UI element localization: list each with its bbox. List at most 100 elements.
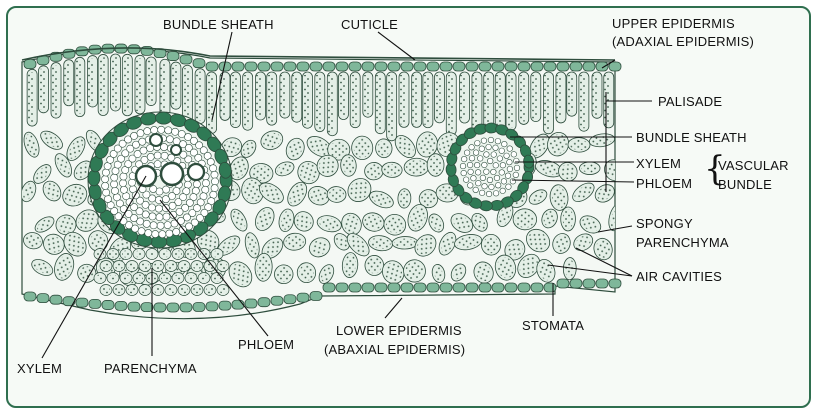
chloroplast-dots [364,75,370,115]
vascular-tissue-cell [487,157,494,165]
spongy-cell [541,208,558,229]
chloroplast-dots [484,75,490,138]
chloroplast-dots [243,179,262,202]
epidermis-cell [179,54,193,65]
vascular-tissue-cell [459,162,467,170]
vascular-tissue-cell [162,185,170,194]
chloroplast-dots [154,286,162,294]
vascular-tissue-cell [499,162,506,169]
vascular-tissue-cell [148,212,157,221]
chloroplast-dots [154,262,162,270]
chloroplast-dots [208,75,214,131]
label-spongy: SPONGY [636,216,693,231]
epidermis-cell [348,61,362,72]
spongy-cell [42,180,62,202]
chloroplast-dots [562,209,574,229]
vascular-tissue-cell [184,155,193,164]
chloroplast-dots [219,237,238,254]
vascular-tissue-cell [141,210,150,219]
vascular-tissue-cell [193,204,201,212]
chloroplast-dots [257,255,271,280]
vascular-tissue-cell [203,152,212,160]
spongy-cell [381,161,403,178]
vascular-tissue-cell [510,151,517,158]
vascular-tissue-cell [167,153,176,162]
chloroplast-dots [475,263,492,282]
epidermis-cell [153,302,167,313]
vascular-tissue-cell [480,137,488,144]
chloroplast-dots [595,240,611,258]
spongy-cell [278,208,295,232]
spongy-cell [55,214,77,236]
spongy-cell [306,136,333,158]
chloroplast-dots [184,68,190,132]
vascular-tissue-cell [113,193,121,202]
vascular-tissue-cell [101,181,110,190]
chloroplast-dots [591,135,613,145]
chloroplast-dots [532,75,538,119]
vascular-tissue-cell [204,203,213,212]
chloroplast-dots [280,75,286,116]
spongy-cell [340,154,357,177]
spongy-cell [454,234,483,251]
spongy-cell [608,203,615,232]
chloroplast-dots [310,188,328,203]
chloroplast-dots [68,138,84,159]
vascular-tissue-cell [470,175,477,182]
chloroplast-dots [102,286,110,294]
epidermis-cell [517,282,531,293]
vascular-tissue-cell [162,212,171,221]
chloroplast-dots [560,164,576,180]
vascular-tissue-cell [509,178,517,185]
chloroplast-dots [219,286,227,294]
chloroplast-dots [213,250,221,258]
vascular-tissue-cell [160,143,168,151]
label-parenchyma-bottom: PARENCHYMA [104,361,197,376]
chloroplast-dots [554,235,569,252]
vascular-tissue-cell [172,187,181,195]
spongy-cell [481,233,502,256]
label-xylem-bottom: XYLEM [17,361,63,376]
epidermis-cell [361,61,375,72]
chloroplast-dots [247,234,258,257]
epidermis-cell [75,297,89,308]
chloroplast-dots [575,235,591,249]
vascular-tissue-cell [166,135,174,144]
vascular-tissue-cell [194,153,203,162]
spongy-cell [397,188,412,209]
epidermis-cell [140,302,154,313]
vascular-tissue-cell [120,185,128,194]
chloroplast-dots [429,155,442,175]
chloroplast-dots [538,261,553,281]
epidermis-cell [257,297,271,308]
spongy-cell [504,239,526,261]
spongy-cell [517,253,541,278]
chloroplast-dots [256,75,262,117]
vascular-tissue-cell [506,145,513,152]
vascular-tissue-cell [504,172,512,179]
vascular-tissue-cell [193,180,201,189]
spongy-cell [431,264,446,283]
epidermis-cell [595,278,609,289]
vascular-tissue-cell [478,145,485,152]
chloroplast-dots [483,236,499,254]
chloroplast-dots [90,232,106,250]
chloroplast-dots [316,75,322,129]
vascular-tissue-cell [485,190,493,198]
epidermis-cell [244,298,258,309]
spongy-cell [307,186,330,206]
spongy-cell [418,189,439,209]
label-lower-epidermis: LOWER EPIDERMIS [336,323,462,338]
vascular-tissue-cell [477,155,484,162]
chloroplast-dots [57,216,74,233]
spongy-cell [43,233,65,255]
chloroplast-dots [288,140,303,158]
chloroplast-dots [141,262,149,270]
vascular-tissue-cell [133,150,142,158]
vascular-tissue-cell [490,151,497,158]
chloroplast-dots [377,140,391,156]
spongy-cell [274,264,294,285]
vascular-tissue-cell [142,219,151,228]
chloroplast-dots [299,264,314,281]
label-upper-epidermis: UPPER EPIDERMIS [612,16,735,31]
